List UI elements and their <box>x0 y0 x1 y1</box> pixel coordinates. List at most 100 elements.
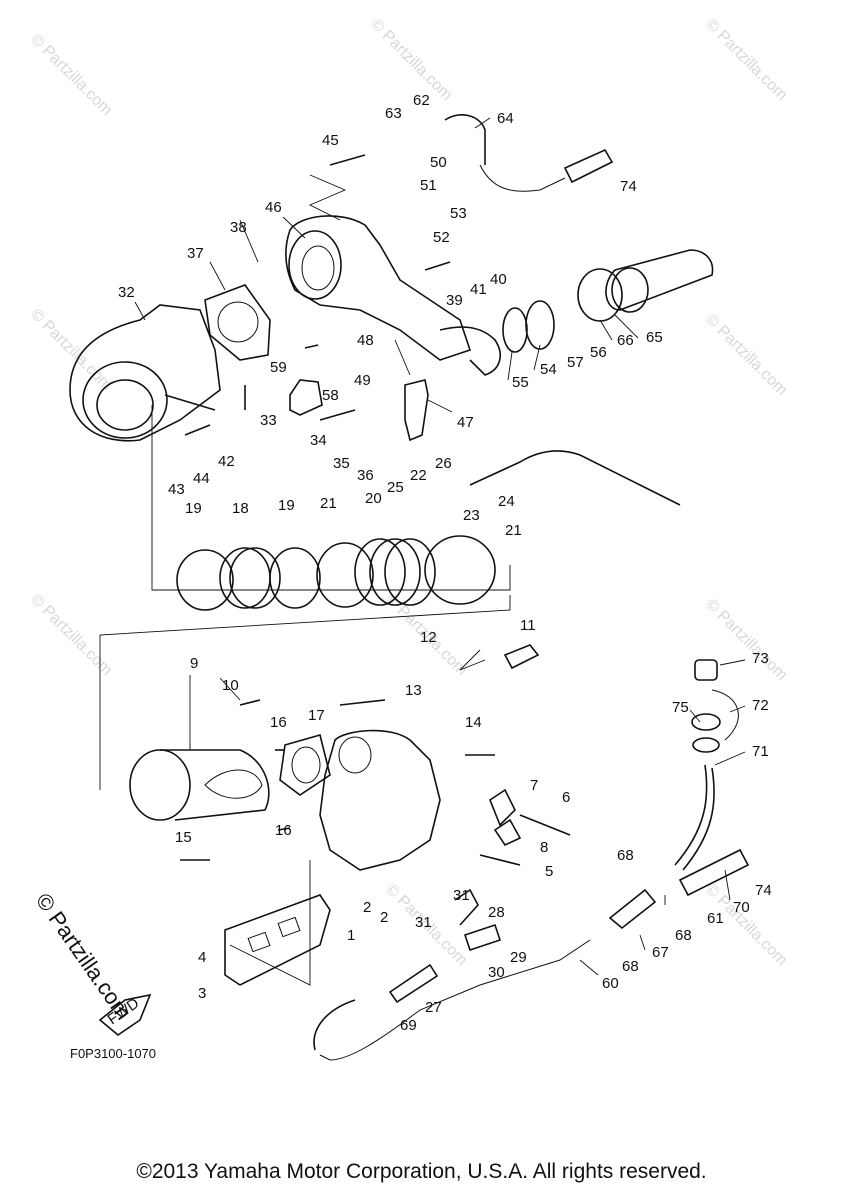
watermark: © Partzilla.com <box>367 16 455 104</box>
bolt <box>184 424 211 436</box>
bypass-hose <box>454 888 479 926</box>
callouts: 1 2 2 3 4 5 6 7 8 9 10 11 12 13 14 15 16… <box>118 92 772 1034</box>
callout: 66 <box>617 332 634 349</box>
callout: 65 <box>646 329 663 346</box>
watermarks: © Partzilla.com © Partzilla.com © Partzi… <box>27 16 790 969</box>
callout: 19 <box>185 500 202 517</box>
callout: 3 <box>198 985 206 1002</box>
drain-hose <box>319 939 591 1061</box>
outlet-elbow <box>439 326 501 376</box>
outlet-pipe-end <box>611 267 649 313</box>
gasket-ring <box>525 300 555 350</box>
exhaust-pipe-inlet <box>129 749 191 821</box>
copyright-footer: ©2013 Yamaha Motor Corporation, U.S.A. A… <box>136 1160 707 1183</box>
callout: 31 <box>415 914 432 931</box>
callout: 10 <box>222 677 239 694</box>
callout: 7 <box>530 777 538 794</box>
exhaust-pipe-cone <box>204 769 263 799</box>
watermark: © Partzilla.com <box>702 596 790 684</box>
joint-hose <box>219 547 271 609</box>
gasket-ring <box>502 307 528 353</box>
joint-hose <box>384 538 436 606</box>
callout: 42 <box>218 453 235 470</box>
joint-hose <box>354 538 406 606</box>
filler-seal <box>692 737 720 753</box>
callout: 34 <box>310 432 327 449</box>
bolt <box>319 409 356 421</box>
callout: 6 <box>562 789 570 806</box>
callout: 50 <box>430 154 447 171</box>
joint-hose <box>229 547 281 609</box>
callout: 33 <box>260 412 277 429</box>
upper-hose <box>444 114 486 165</box>
callout: 18 <box>232 500 249 517</box>
assembly-leader <box>308 174 347 221</box>
manifold-gasket <box>224 894 331 986</box>
callout: 38 <box>230 219 247 236</box>
callout: 69 <box>400 1017 417 1034</box>
callout: 52 <box>433 229 450 246</box>
callout: 4 <box>198 949 206 966</box>
callout: 9 <box>190 655 198 672</box>
callout: 16 <box>270 714 287 731</box>
callout: 54 <box>540 361 557 378</box>
callout: 32 <box>118 284 135 301</box>
callout: 21 <box>505 522 522 539</box>
callout: 2 <box>380 909 388 926</box>
muffler-bracket <box>164 394 216 411</box>
callout: 59 <box>270 359 287 376</box>
callout: 49 <box>354 372 371 389</box>
callout: 58 <box>322 387 339 404</box>
callout: 23 <box>463 507 480 524</box>
callout: 60 <box>602 975 619 992</box>
hose-clamp <box>176 549 234 611</box>
callout: 73 <box>752 650 769 667</box>
bolt <box>239 699 261 706</box>
callout: 63 <box>385 105 402 122</box>
callout: 2 <box>363 899 371 916</box>
callout: 37 <box>187 245 204 262</box>
bolt <box>329 154 366 166</box>
callout: 51 <box>420 177 437 194</box>
upper-hose-line <box>479 164 566 192</box>
callout: 14 <box>465 714 482 731</box>
callout: 45 <box>322 132 339 149</box>
chamber-flange-inner <box>301 245 335 291</box>
callout: 1 <box>347 927 355 944</box>
callout: 74 <box>755 882 772 899</box>
callout: 75 <box>672 699 689 716</box>
gasket-port <box>247 931 271 953</box>
watermark: © Partzilla.com <box>27 31 115 119</box>
bolt <box>424 261 451 271</box>
callout: 25 <box>387 479 404 496</box>
callout: 20 <box>365 490 382 507</box>
callout: 67 <box>652 944 669 961</box>
assembly-leader <box>99 595 511 790</box>
callout: 56 <box>590 344 607 361</box>
diagram-code: F0P3100-1070 <box>70 1046 156 1061</box>
mount-bracket <box>404 379 429 442</box>
bolt <box>479 854 521 866</box>
callout: 48 <box>357 332 374 349</box>
callout: 40 <box>490 271 507 288</box>
callout: 13 <box>405 682 422 699</box>
callout: 11 <box>520 617 536 634</box>
callout: 71 <box>752 743 769 760</box>
callout: 19 <box>278 497 295 514</box>
callout: 39 <box>446 292 463 309</box>
watermark-text: © Partzilla.com <box>31 889 137 1025</box>
outlet-pipe <box>605 249 714 311</box>
watermark: © Partzilla.com <box>702 311 790 399</box>
mount-stay <box>489 788 516 827</box>
upper-assembly <box>69 114 714 591</box>
leader-lines <box>134 117 746 976</box>
exhaust-chamber <box>285 215 472 361</box>
filler-seal <box>691 713 721 731</box>
callout: 70 <box>733 899 750 916</box>
hose-clamp <box>269 547 321 609</box>
bolt <box>277 827 291 831</box>
callout: 35 <box>333 455 350 472</box>
muffler-body <box>69 304 221 442</box>
callout: 43 <box>168 481 185 498</box>
water-pipe <box>674 764 708 866</box>
